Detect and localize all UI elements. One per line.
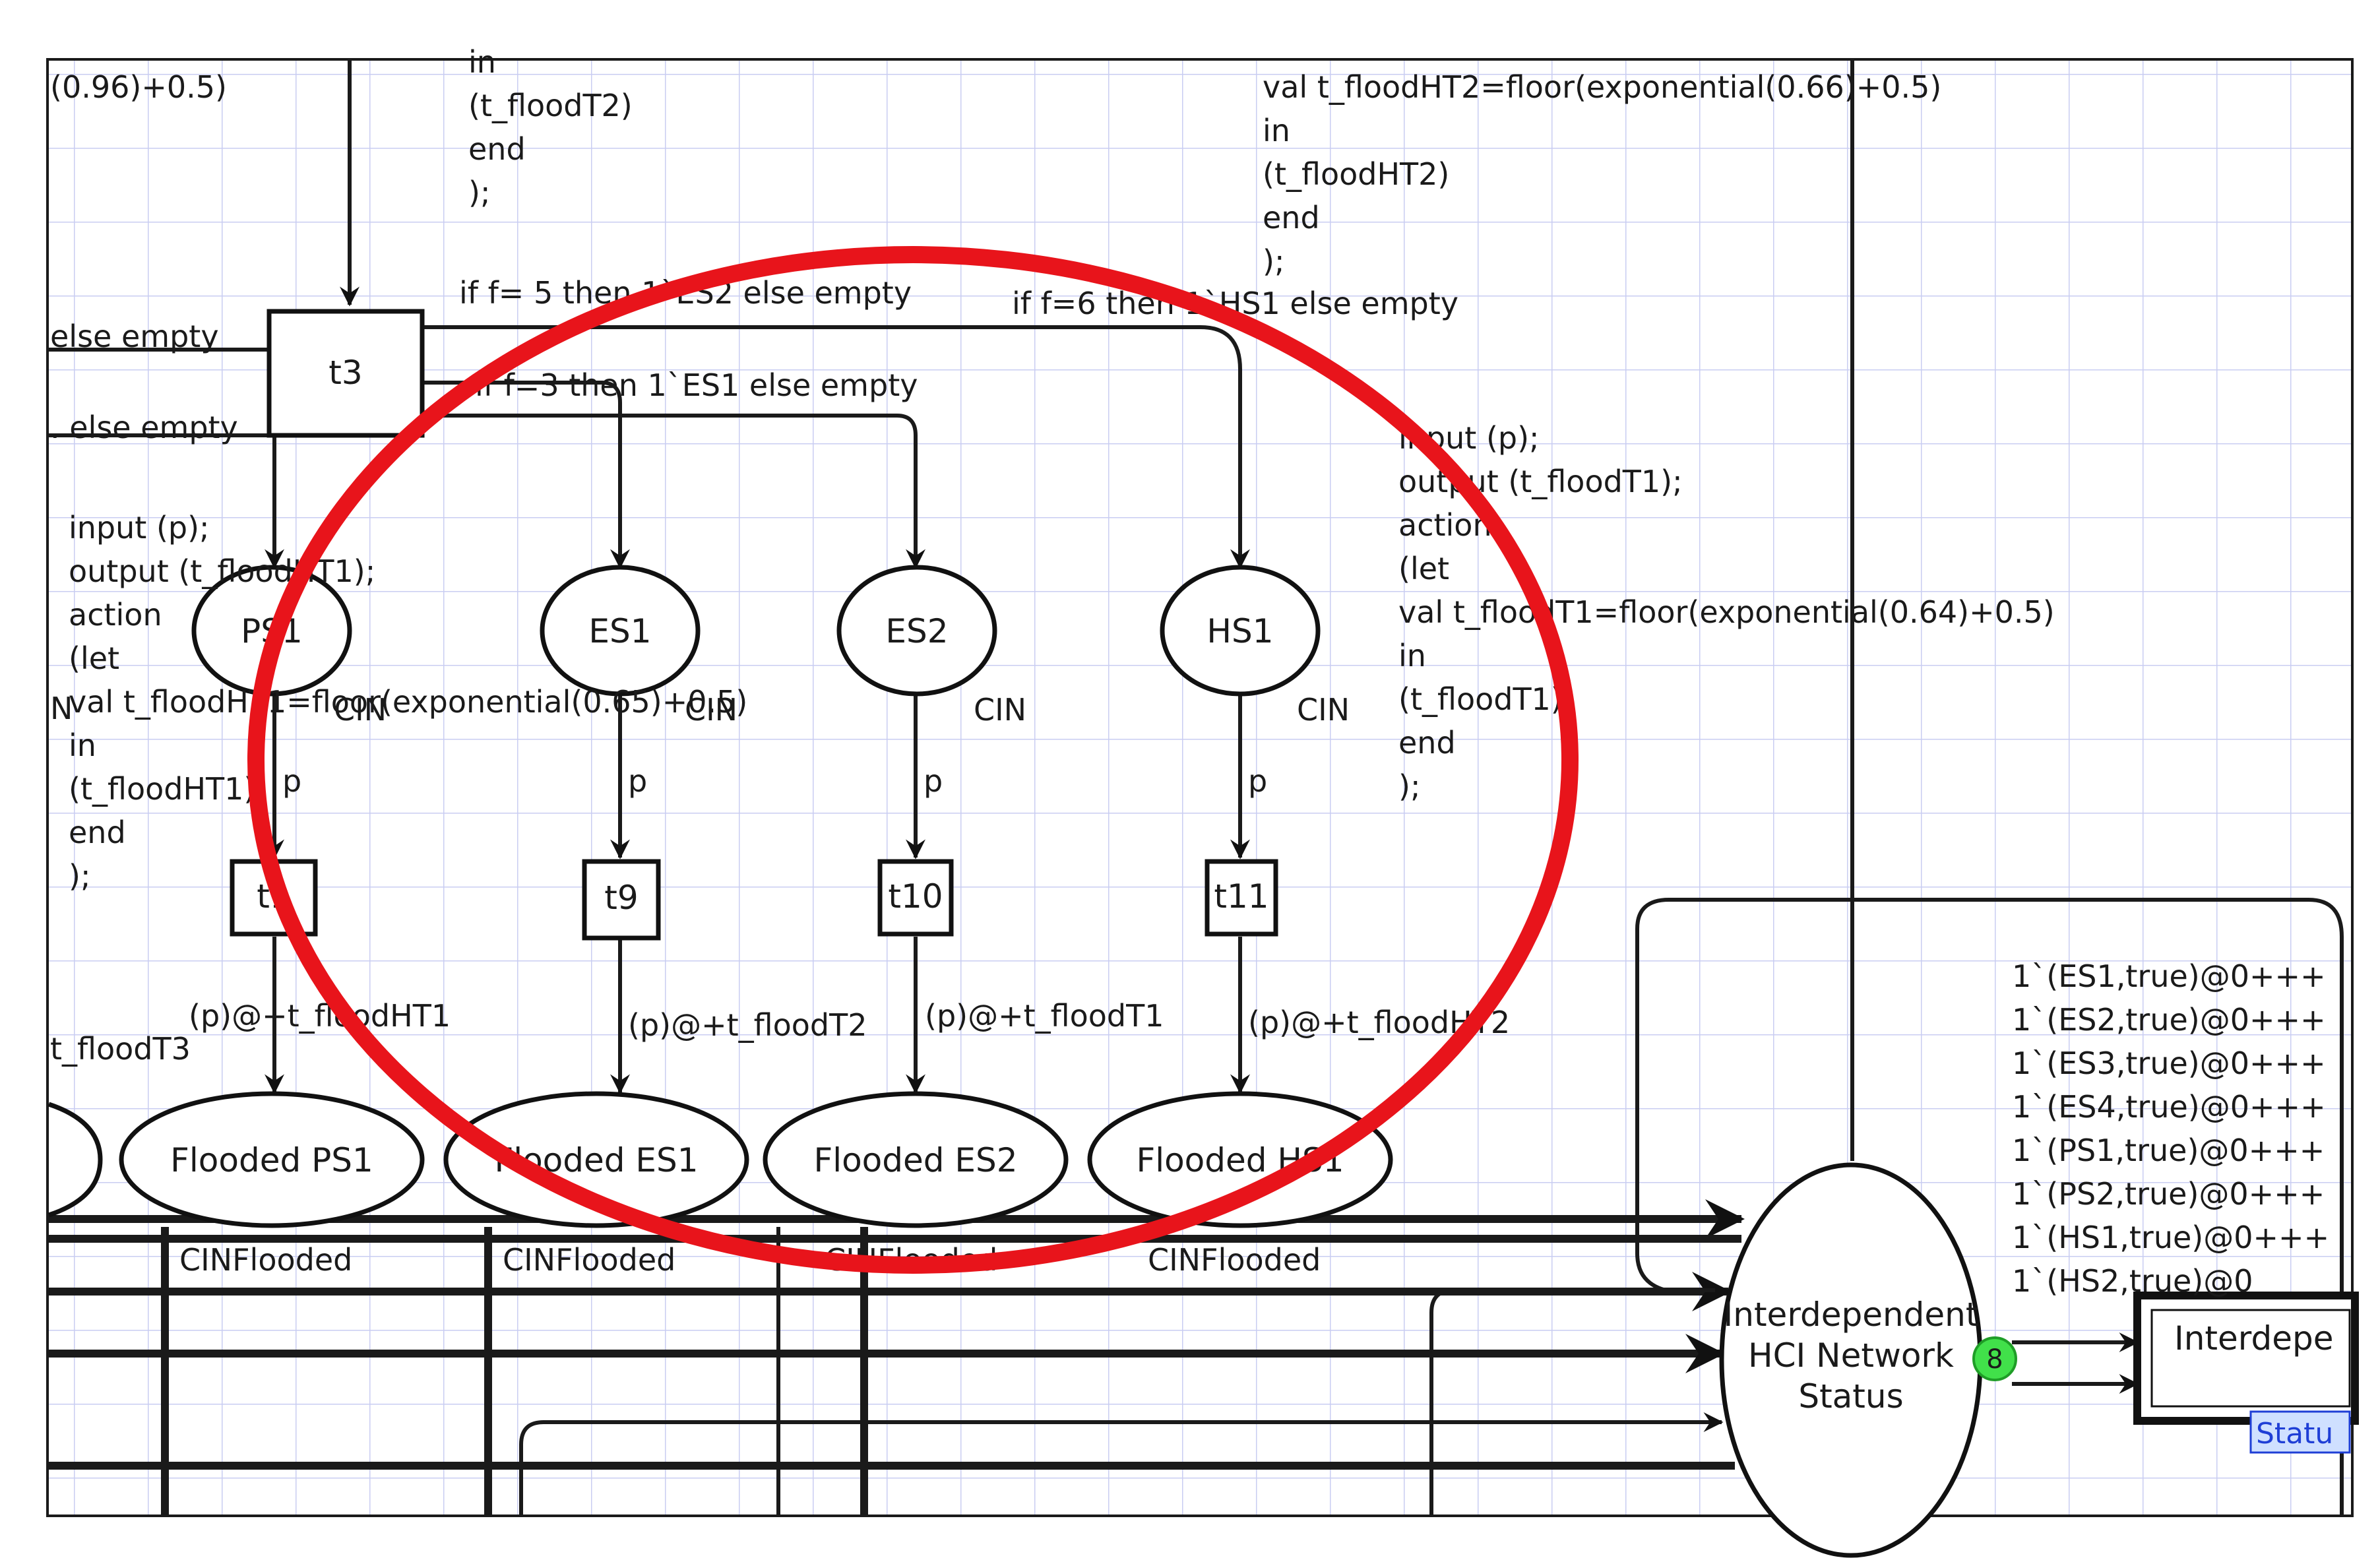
place-network-status[interactable]: Interdependent HCI Network Status — [1719, 1162, 1983, 1558]
svg-text:(p)@+t_floodHT1: (p)@+t_floodHT1 — [189, 998, 451, 1034]
svg-text:(let: (let — [69, 640, 119, 676]
svg-text:if f=3 then 1`ES1 else empty: if f=3 then 1`ES1 else empty — [475, 367, 918, 403]
svg-text:1`(HS1,true)@0+++: 1`(HS1,true)@0+++ — [2012, 1220, 2329, 1255]
svg-text:input (p);: input (p); — [69, 510, 210, 546]
svg-text:CIN: CIN — [1297, 692, 1350, 728]
code-top-mid: in (t_floodT2) end ); — [468, 44, 633, 210]
svg-text:(p)@+t_floodT1: (p)@+t_floodT1 — [925, 998, 1164, 1034]
highlight-ellipse — [247, 246, 1579, 1274]
svg-text:end: end — [69, 815, 126, 850]
grid — [49, 61, 2351, 1515]
svg-text:CINFlooded: CINFlooded — [1148, 1242, 1321, 1278]
place-flooded-es2[interactable]: Flooded ES2 — [763, 1091, 1069, 1228]
transition-interdependent-label: Interdepe — [2174, 1319, 2333, 1358]
transition-t11-label: t11 — [1214, 877, 1268, 916]
code-top-left-fragment: (0.96)+0.5) — [50, 69, 227, 105]
network-status-line-2: HCI Network — [1748, 1336, 1954, 1375]
svg-text:Statu: Statu — [2256, 1417, 2333, 1451]
svg-text:(t_floodT2): (t_floodT2) — [468, 88, 633, 123]
transition-t10[interactable]: t10 — [877, 859, 954, 937]
place-flooded-es2-label: Flooded ES2 — [813, 1141, 1017, 1179]
svg-text:CIN: CIN — [334, 692, 387, 728]
svg-text:val t_floodHT2=floor(exponenti: val t_floodHT2=floor(exponential(0.66)+0… — [1263, 69, 1941, 105]
place-es2[interactable]: ES2 — [836, 565, 997, 697]
transition-t9-label: t9 — [604, 879, 638, 917]
svg-text:val t_floodT1=floor(exponentia: val t_floodT1=floor(exponential(0.64)+0.… — [1398, 594, 2055, 630]
svg-text:1`(ES4,true)@0+++: 1`(ES4,true)@0+++ — [2012, 1089, 2326, 1125]
place-partial-left — [47, 1102, 103, 1218]
svg-text:p: p — [1248, 763, 1267, 799]
svg-text:CIN: CIN — [974, 692, 1026, 728]
transition-t3-label: t3 — [329, 354, 362, 392]
place-flooded-ps1[interactable]: Flooded PS1 — [119, 1091, 425, 1228]
svg-text:1`(HS2,true)@0: 1`(HS2,true)@0 — [2012, 1263, 2253, 1299]
svg-text:(t_floodHT2): (t_floodHT2) — [1263, 156, 1449, 192]
svg-text:end: end — [1263, 200, 1320, 235]
svg-text:);: ); — [468, 175, 490, 210]
svg-text:N: N — [50, 691, 73, 726]
token-count-badge: 8 — [1972, 1336, 2017, 1381]
svg-text:action: action — [69, 597, 162, 633]
transition-t11[interactable]: t11 — [1205, 859, 1278, 937]
place-flooded-ps1-label: Flooded PS1 — [170, 1141, 373, 1179]
svg-text:t_floodT3: t_floodT3 — [50, 1031, 191, 1067]
svg-text:p: p — [628, 763, 647, 799]
place-hs1-label: HS1 — [1206, 612, 1273, 650]
network-status-line-3: Status — [1798, 1377, 1903, 1416]
svg-text:8: 8 — [1986, 1344, 2003, 1375]
svg-text:end: end — [1398, 725, 1456, 761]
svg-text:(let: (let — [1398, 551, 1449, 586]
place-flooded-hs1[interactable]: Flooded HS1 — [1087, 1091, 1393, 1228]
svg-text:1`(ES1,true)@0+++: 1`(ES1,true)@0+++ — [2012, 958, 2326, 994]
transition-t10-label: t10 — [888, 877, 943, 916]
svg-text:(0.96)+0.5): (0.96)+0.5) — [50, 69, 227, 105]
svg-text:p: p — [924, 763, 943, 799]
svg-text:end: end — [468, 131, 526, 167]
initial-marking: 1`(ES1,true)@0+++ 1`(ES2,true)@0+++ 1`(E… — [2012, 958, 2329, 1299]
arcs — [49, 61, 2344, 1515]
transition-interdependent[interactable]: Interdepe — [2133, 1292, 2359, 1425]
transition-t3[interactable]: t3 — [266, 309, 425, 438]
svg-text:);: ); — [69, 858, 90, 894]
svg-text:1`(ES3,true)@0+++: 1`(ES3,true)@0+++ — [2012, 1046, 2326, 1081]
svg-text:in: in — [468, 44, 496, 80]
svg-text:(t_floodHT1): (t_floodHT1) — [69, 771, 255, 807]
svg-text:);: ); — [1263, 243, 1284, 279]
network-status-line-1: Interdependent — [1724, 1296, 1979, 1334]
svg-text:1`(PS1,true)@0+++: 1`(PS1,true)@0+++ — [2012, 1133, 2325, 1168]
svg-text:val t_floodHT1=floor(exponenti: val t_floodHT1=floor(exponential(0.65)+0… — [69, 684, 747, 720]
svg-text:in: in — [1263, 113, 1290, 148]
svg-text:1`(PS2,true)@0+++: 1`(PS2,true)@0+++ — [2012, 1176, 2325, 1212]
svg-text:output (t_floodHT1);: output (t_floodHT1); — [69, 553, 375, 589]
svg-text:. else empty: . else empty — [50, 410, 238, 445]
code-left: input (p); output (t_floodHT1); action (… — [69, 510, 747, 894]
svg-text:in: in — [69, 728, 96, 763]
place-hs1[interactable]: HS1 — [1160, 565, 1321, 697]
svg-text:(t_floodT1): (t_floodT1) — [1398, 681, 1563, 717]
svg-text:CIN: CIN — [685, 692, 737, 728]
code-top-right: val t_floodHT2=floor(exponential(0.66)+0… — [1263, 69, 1941, 279]
svg-text:);: ); — [1398, 768, 1420, 804]
svg-text:1`(ES2,true)@0+++: 1`(ES2,true)@0+++ — [2012, 1002, 2326, 1038]
place-es1-label: ES1 — [588, 612, 651, 650]
status-tag: Statu — [2249, 1410, 2351, 1454]
svg-text:(p)@+t_floodT2: (p)@+t_floodT2 — [628, 1007, 867, 1043]
place-es2-label: ES2 — [885, 612, 948, 650]
transition-t9[interactable]: t9 — [582, 859, 661, 941]
svg-text:CINFlooded: CINFlooded — [503, 1242, 675, 1278]
svg-text:p: p — [282, 763, 301, 799]
svg-text:CINFlooded: CINFlooded — [179, 1242, 352, 1278]
place-es1[interactable]: ES1 — [540, 565, 701, 697]
svg-text:in: in — [1398, 638, 1426, 673]
svg-text:else empty: else empty — [50, 319, 219, 354]
